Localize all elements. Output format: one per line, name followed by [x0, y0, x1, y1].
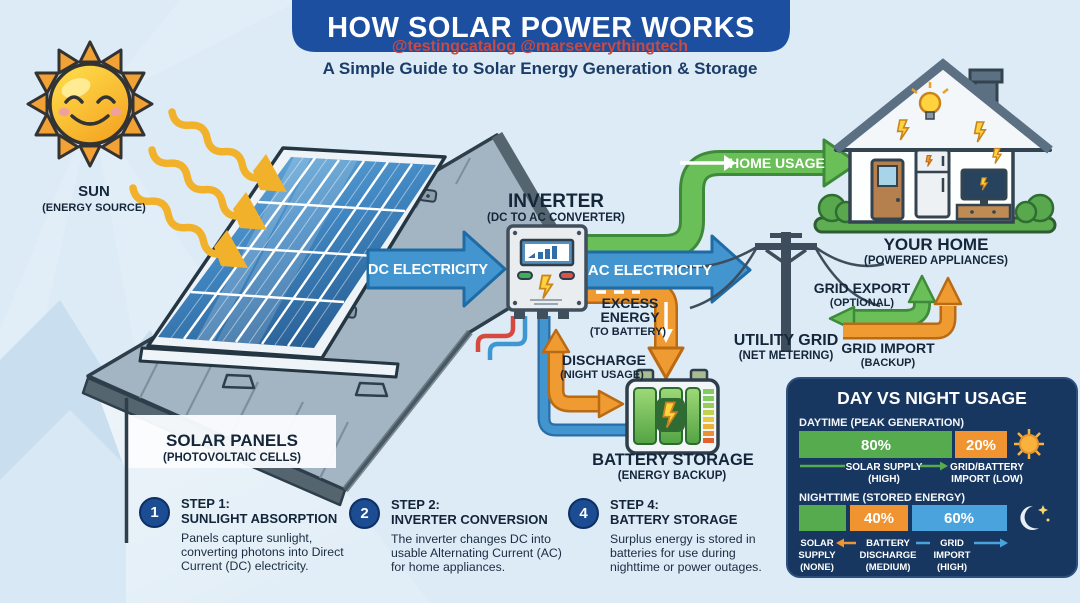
grid-sublabel: (NET METERING) [739, 350, 834, 362]
grid-export-arrow [828, 274, 937, 332]
tv-icon [955, 168, 1012, 221]
inverter-label: INVERTER [508, 191, 604, 212]
inverter-sublabel: (DC TO AC CONVERTER) [487, 212, 625, 224]
dc-electricity-label: DC ELECTRICITY [368, 262, 488, 278]
lightbulb-icon [911, 82, 949, 120]
ac-electricity-arrow [584, 234, 752, 304]
grid-export-sublabel: (OPTIONAL) [830, 297, 894, 309]
night-bar-battery-pct: 40% [864, 510, 894, 527]
night-col3-caption: GRID [940, 538, 964, 549]
night-col1-caption: SOLAR [800, 538, 833, 549]
night-col3-caption3: (HIGH) [937, 562, 967, 573]
usage-panel-title: DAY VS NIGHT USAGE [837, 388, 1027, 408]
inverter-red-led [559, 271, 575, 280]
day-bar: 80% 20% [799, 431, 1007, 458]
night-col2-caption3: (MEDIUM) [866, 562, 911, 573]
battery-label: BATTERY STORAGE [592, 451, 754, 469]
usage-panel: DAY VS NIGHT USAGE DAYTIME (PEAK GENERAT… [786, 377, 1078, 578]
inverter-device [506, 224, 588, 319]
sun-sublabel: (ENERGY SOURCE) [42, 202, 146, 214]
header: HOW SOLAR POWER WORKS @testingcatalog @m… [292, 0, 790, 78]
day-sun-icon [1014, 429, 1044, 459]
utility-pole [675, 232, 885, 352]
sun-ray-beam [92, 0, 300, 108]
grid-import-label: GRID IMPORT [841, 340, 935, 356]
sun-icon [26, 40, 154, 168]
solar-panel [146, 146, 447, 360]
bush-icon [1014, 200, 1038, 224]
house [813, 58, 1057, 234]
battery-device [625, 368, 720, 455]
home-usage-label: HOME USAGE [729, 155, 825, 171]
refrigerator-icon [914, 148, 951, 219]
night-label: NIGHTTIME (STORED ENERGY) [799, 492, 965, 504]
dc-wire-blue [487, 316, 528, 360]
excess-energy-arrow [586, 280, 685, 380]
solar-panels-label-box [128, 415, 336, 468]
day-left-caption2: (HIGH) [868, 474, 900, 485]
home-label: YOUR HOME [884, 235, 989, 254]
day-right-caption2: IMPORT (LOW) [951, 474, 1023, 485]
sunlight-arrows [129, 108, 287, 268]
grid-export-label: GRID EXPORT [814, 280, 911, 296]
night-col1-caption3: (NONE) [800, 562, 834, 573]
day-label: DAYTIME (PEAK GENERATION) [799, 417, 964, 429]
day-caption-row: SOLAR SUPPLY (HIGH) GRID/BATTERY IMPORT … [800, 461, 1024, 485]
home-sublabel: (POWERED APPLIANCES) [864, 255, 1008, 267]
discharge-sublabel: (NIGHT USAGE) [560, 369, 644, 381]
social-handles: @testingcatalog @marseverythingtech [392, 38, 688, 55]
house-roof-band [833, 58, 1053, 154]
day-bar-grid-pct: 20% [966, 437, 996, 454]
excess-energy-label-2: ENERGY [600, 309, 660, 325]
excess-energy-label-3: (TO BATTERY) [590, 326, 667, 338]
day-right-caption: GRID/BATTERY [950, 462, 1024, 473]
night-col2-caption2: DISCHARGE [859, 550, 916, 561]
door [870, 158, 905, 221]
day-bar-solar-pct: 80% [861, 437, 891, 454]
grid-import-sublabel: (BACKUP) [861, 357, 916, 369]
night-col2-caption: BATTERY [866, 538, 910, 549]
night-moon-icon [1020, 505, 1050, 530]
discharge-arrow [541, 328, 625, 419]
grid-label: UTILITY GRID [734, 332, 839, 349]
night-caption-row: SOLAR SUPPLY (NONE) BATTERY DISCHARGE (M… [798, 538, 1008, 573]
battery-sublabel: (ENERGY BACKUP) [618, 470, 727, 482]
day-left-caption: SOLAR SUPPLY [846, 462, 923, 473]
chimney-cap [968, 68, 1004, 84]
page-subtitle: A Simple Guide to Solar Energy Generatio… [323, 59, 758, 78]
grid-import-arrow [843, 276, 963, 340]
dc-wire-red [475, 316, 516, 352]
dc-electricity-arrow [366, 230, 507, 308]
night-bar: 40% 60% [799, 505, 1007, 531]
header-banner [292, 0, 790, 52]
solar-panels-sublabel: (PHOTOVOLTAIC CELLS) [163, 452, 301, 464]
night-bar-grid-pct: 60% [944, 510, 974, 527]
night-col1-caption2: SUPPLY [798, 550, 836, 561]
battery-charge-indicator [703, 389, 714, 443]
battery-charge-pipe [537, 316, 627, 437]
inverter-green-led [517, 271, 533, 280]
page-title: HOW SOLAR POWER WORKS [327, 12, 755, 44]
solar-panels-label: SOLAR PANELS [166, 431, 298, 450]
excess-energy-label-1: EXCESS [602, 295, 659, 311]
discharge-label: DISCHARGE [562, 352, 646, 368]
sun-label: SUN [78, 183, 110, 200]
night-col3-caption2: IMPORT [934, 550, 971, 561]
ac-electricity-label: AC ELECTRICITY [588, 262, 712, 279]
panel-mounts [138, 346, 400, 398]
